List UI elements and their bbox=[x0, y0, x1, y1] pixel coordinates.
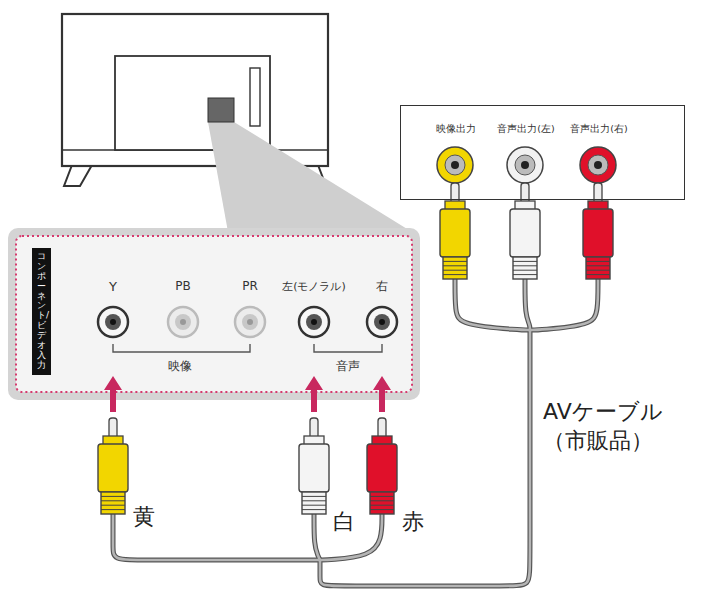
cable-outline bbox=[320, 330, 530, 586]
bracket bbox=[314, 344, 382, 352]
tv-terminal bbox=[208, 98, 234, 122]
input-jack bbox=[98, 307, 128, 337]
jack-label: 音声 bbox=[336, 358, 360, 375]
output-jack bbox=[437, 147, 473, 183]
zoom-callout bbox=[208, 122, 412, 232]
output-device: 映像出力 音声出力(左) 音声出力(右) bbox=[400, 105, 685, 200]
color-label: 黄 bbox=[133, 503, 155, 532]
rca-plug bbox=[440, 183, 470, 279]
rca-plug bbox=[583, 183, 613, 279]
jack-label: 映像 bbox=[168, 358, 192, 375]
jack-label: PB bbox=[175, 279, 190, 293]
cable-outline bbox=[455, 279, 530, 330]
input-jack bbox=[367, 307, 397, 337]
input-jack bbox=[168, 307, 198, 337]
bracket bbox=[113, 344, 250, 352]
insert-arrow bbox=[104, 376, 122, 412]
input-panel: Y PB PR 左(モノラル) 右映像 音声 コンポーネント/ビデオ入力 bbox=[8, 228, 420, 400]
cable-outline bbox=[530, 279, 598, 330]
cable-label: AVケーブル （市販品） bbox=[543, 398, 698, 455]
jack-label: 音声出力(右) bbox=[570, 123, 627, 136]
vertical-label: コンポーネント/ビデオ入力 bbox=[37, 252, 46, 371]
output-jack bbox=[580, 147, 616, 183]
panel-frame bbox=[8, 228, 420, 400]
tv-body bbox=[62, 14, 328, 166]
tv-slot bbox=[250, 68, 260, 126]
cable bbox=[314, 514, 320, 560]
rca-plug bbox=[98, 418, 128, 514]
cable-outline bbox=[525, 279, 530, 330]
color-label: 白 bbox=[333, 508, 355, 537]
cable bbox=[525, 279, 530, 330]
output-jack bbox=[507, 147, 543, 183]
rca-plug bbox=[510, 183, 540, 279]
jack-label: 左(モノラル) bbox=[282, 279, 346, 294]
jack-label: 映像出力 bbox=[436, 123, 476, 136]
input-label: コンポーネント/ビデオ入力 bbox=[32, 248, 51, 375]
jack-label: 右 bbox=[376, 278, 388, 295]
jack-label: 音声出力(左) bbox=[497, 123, 554, 136]
rca-plug bbox=[367, 418, 397, 514]
cable bbox=[530, 279, 598, 330]
input-jack bbox=[299, 307, 329, 337]
insert-arrow bbox=[373, 376, 391, 412]
panel-border bbox=[16, 236, 412, 392]
cable bbox=[455, 279, 530, 330]
jack-label: PR bbox=[242, 279, 258, 293]
insert-arrow bbox=[305, 376, 323, 412]
cable bbox=[320, 330, 530, 586]
cable-outline bbox=[314, 514, 320, 560]
color-label: 赤 bbox=[402, 508, 424, 537]
jack-label: Y bbox=[109, 279, 117, 294]
rca-plug bbox=[299, 418, 329, 514]
input-jack bbox=[235, 307, 265, 337]
